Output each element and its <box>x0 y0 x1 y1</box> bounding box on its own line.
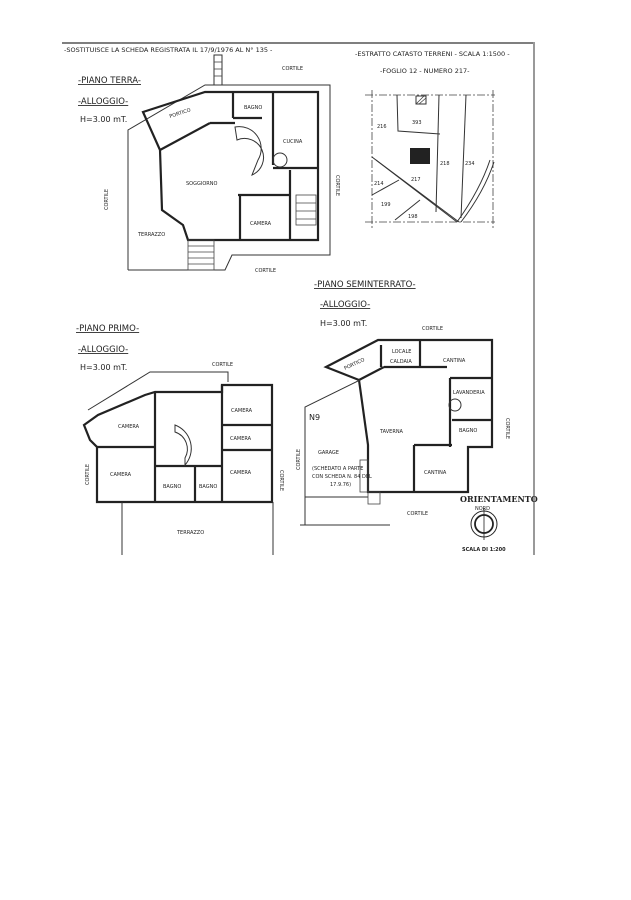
parcel-label: 234 <box>465 161 475 167</box>
room-terrazzo: TERRAZZO <box>176 530 204 536</box>
room-camera: CAMERA <box>230 436 252 442</box>
room-garage: GARAGE <box>318 450 339 456</box>
room-camera: CAMERA <box>250 221 272 227</box>
plan-height: H=3.00 mT. <box>80 115 127 124</box>
hatched-building <box>415 95 427 105</box>
plan-piano-terra: -PIANO TERRA- -ALLOGGIO- H=3.00 mT. BAGN… <box>78 54 340 274</box>
cadastral-map: 216 393 218 234 214 217 199 198 <box>365 90 495 228</box>
room-portico: PORTICO <box>343 357 366 372</box>
plan-piano-primo: -PIANO PRIMO- -ALLOGGIO- H=3.00 mT. CAME… <box>76 324 284 555</box>
label-cortile: CORTILE <box>278 470 284 491</box>
plan-unit: -ALLOGGIO- <box>320 300 370 310</box>
orientation-label: ORIENTAMENTO <box>460 494 538 504</box>
header-cadastre: -ESTRATTO CATASTO TERRENI - SCALA 1:1500… <box>355 50 510 58</box>
room-terrazzo: TERRAZZO <box>137 232 165 238</box>
room-bagno: BAGNO <box>163 484 181 490</box>
room-cantina: CANTINA <box>424 470 447 476</box>
label-cortile: CORTILE <box>282 66 303 72</box>
label-cortile: CORTILE <box>504 418 510 439</box>
room-taverna: TAVERNA <box>379 429 404 435</box>
plan-title: -PIANO PRIMO- <box>76 324 139 334</box>
plan-unit: -ALLOGGIO- <box>78 345 128 355</box>
room-soggiorno: SOGGIORNO <box>186 181 217 187</box>
label-cortile: CORTILE <box>85 464 91 485</box>
parcel-label: 393 <box>412 120 422 126</box>
label-cortile: CORTILE <box>104 189 110 210</box>
label-cortile: CORTILE <box>334 175 340 196</box>
parcel-label: 199 <box>381 202 391 208</box>
plan-height: H=3.00 mT. <box>80 363 127 372</box>
plan-height: H=3.00 mT. <box>320 319 367 328</box>
parcel-label: 218 <box>440 161 450 167</box>
header-replaces: -SOSTITUISCE LA SCHEDA REGISTRATA IL 17/… <box>64 46 273 54</box>
header-sheet: -FOGLIO 12 - NUMERO 217- <box>380 67 470 75</box>
garage-note: CON SCHEDA N. 84 DEL <box>312 474 372 480</box>
room-camera: CAMERA <box>118 424 140 430</box>
room-caldaia: CALDAIA <box>390 359 412 365</box>
plan-unit: -ALLOGGIO- <box>78 97 128 107</box>
scale-label: SCALA DI 1:200 <box>462 547 506 553</box>
room-camera: CAMERA <box>231 408 253 414</box>
room-bagno: BAGNO <box>199 484 217 490</box>
room-bagno: BAGNO <box>459 428 477 434</box>
orientation: ORIENTAMENTO NORD SCALA DI 1:200 <box>460 494 538 553</box>
label-cortile: CORTILE <box>255 268 276 274</box>
parcel-label: 214 <box>374 181 384 187</box>
plan-marker: N9 <box>309 413 320 422</box>
parcel-label: 216 <box>377 124 387 130</box>
garage-note: (SCHEDATO A PARTE <box>312 466 363 472</box>
label-cortile: CORTILE <box>422 326 443 332</box>
plan-title: -PIANO SEMINTERRATO- <box>314 280 416 290</box>
room-lavanderia: LAVANDERIA <box>453 390 485 396</box>
parcel-label: 217 <box>411 177 421 183</box>
room-cucina: CUCINA <box>283 139 303 145</box>
building-footprint <box>410 148 430 164</box>
room-locale: LOCALE <box>392 349 411 355</box>
garage-note: 17.9.76) <box>330 482 351 488</box>
label-cortile: CORTILE <box>407 511 428 517</box>
plan-title: -PIANO TERRA- <box>78 76 141 86</box>
room-camera: CAMERA <box>230 470 252 476</box>
north-label: NORD <box>475 506 490 512</box>
label-cortile: CORTILE <box>296 449 302 470</box>
room-cantina: CANTINA <box>443 358 466 364</box>
room-bagno: BAGNO <box>244 105 262 111</box>
room-portico: PORTICO <box>169 107 192 120</box>
label-cortile: CORTILE <box>212 362 233 368</box>
plan-piano-seminterrato: -PIANO SEMINTERRATO- -ALLOGGIO- H=3.00 m… <box>296 280 510 526</box>
room-camera: CAMERA <box>110 472 132 478</box>
parcel-label: 198 <box>408 214 418 220</box>
